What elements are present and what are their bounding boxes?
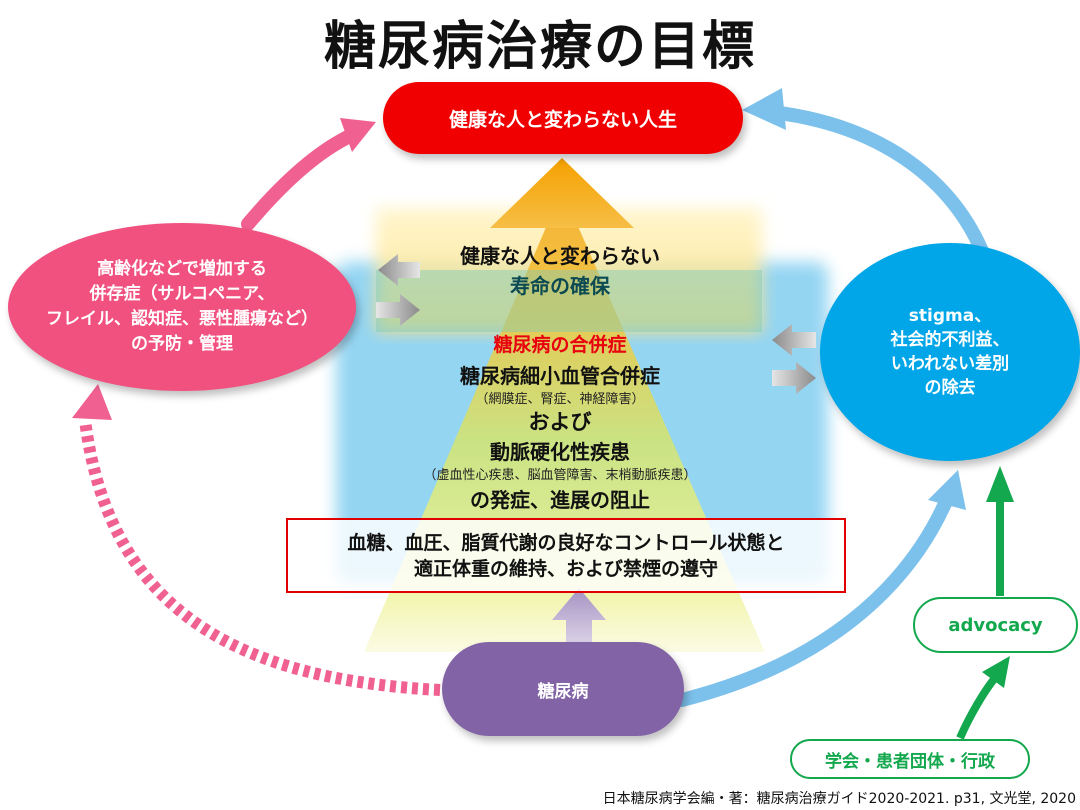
macrovascular-detail: （虚血性心疾患、脳血管障害、末梢動脈疾患） <box>423 468 697 483</box>
gray-arrow-left-lower <box>772 324 816 356</box>
citation: 日本糖尿病学会編・著：糖尿病治療ガイド2020-2021. p31, 文光堂, … <box>602 791 1076 807</box>
stigma-line-3: いわれない差別 <box>890 354 1010 374</box>
advocacy-pill: advocacy <box>913 597 1078 653</box>
and-connector: および <box>528 410 592 434</box>
prevention-text: の発症、進展の阻止 <box>470 488 650 512</box>
lifespan-line-2: 寿命の確保 <box>510 274 610 298</box>
gray-arrow-right-upper <box>376 294 420 326</box>
comorbidity-ellipse: 高齢化などで増加する 併存症（サルコペニア、 フレイル、認知症、悪性腫瘍など） … <box>8 223 356 391</box>
stigma-circle: stigma、 社会的不利益、 いわれない差別 の除去 <box>820 243 1080 461</box>
comorbidity-line-4: の予防・管理 <box>131 334 233 354</box>
overlap-tint <box>376 270 762 332</box>
gray-arrow-left-upper <box>378 254 420 286</box>
diabetes-pill: 糖尿病 <box>442 642 684 736</box>
arrow-associations-to-advocacy-head <box>982 656 1010 688</box>
control-line-2: 適正体重の維持、および禁煙の遵守 <box>413 557 718 580</box>
arrow-diabetes-to-stigma <box>675 485 957 707</box>
microvascular-detail: （網膜症、腎症、神経障害） <box>475 392 645 407</box>
arrow-comorbidity-to-goal <box>241 128 359 231</box>
control-box: 血糖、血圧、脂質代謝の良好なコントロール状態と 適正体重の維持、および禁煙の遵守 <box>286 518 846 593</box>
stigma-line-4: の除去 <box>924 378 976 398</box>
arrow-associations-to-advocacy <box>956 675 999 740</box>
comorbidity-line-2: 併存症（サルコペニア、 <box>89 284 275 304</box>
arrow-stigma-to-goal-head <box>742 88 786 130</box>
comorbidity-line-1: 高齢化などで増加する <box>97 259 267 279</box>
arrow-diabetes-to-comorbidity-head <box>72 384 112 420</box>
top-arrow-head <box>490 158 634 228</box>
complications-heading: 糖尿病の合併症 <box>493 334 627 356</box>
control-line-1: 血糖、血圧、脂質代謝の良好なコントロール状態と <box>347 531 785 554</box>
comorbidity-line-3: フレイル、認知症、悪性腫瘍など） <box>46 309 318 329</box>
gray-arrow-right-lower <box>772 362 816 394</box>
arrow-stigma-to-goal <box>765 105 997 279</box>
stigma-line-1: stigma、 <box>908 306 992 326</box>
page-title: 糖尿病治療の目標 <box>323 17 756 77</box>
up-arrow-from-diabetes <box>552 588 606 658</box>
macrovascular-disease: 動脈硬化性疾患 <box>490 440 630 464</box>
microvascular-complications: 糖尿病細小血管合併症 <box>460 364 660 388</box>
arrow-diabetes-to-stigma-head <box>928 470 966 510</box>
lifespan-line-1: 健康な人と変わらない <box>460 244 660 268</box>
associations-pill: 学会・患者団体・行政 <box>790 739 1030 779</box>
arrow-advocacy-to-stigma-head <box>986 466 1014 502</box>
goal-pill: 健康な人と変わらない人生 <box>383 82 743 154</box>
arrow-comorbidity-to-goal-head <box>340 118 376 152</box>
stigma-line-2: 社会的不利益、 <box>890 330 1010 350</box>
